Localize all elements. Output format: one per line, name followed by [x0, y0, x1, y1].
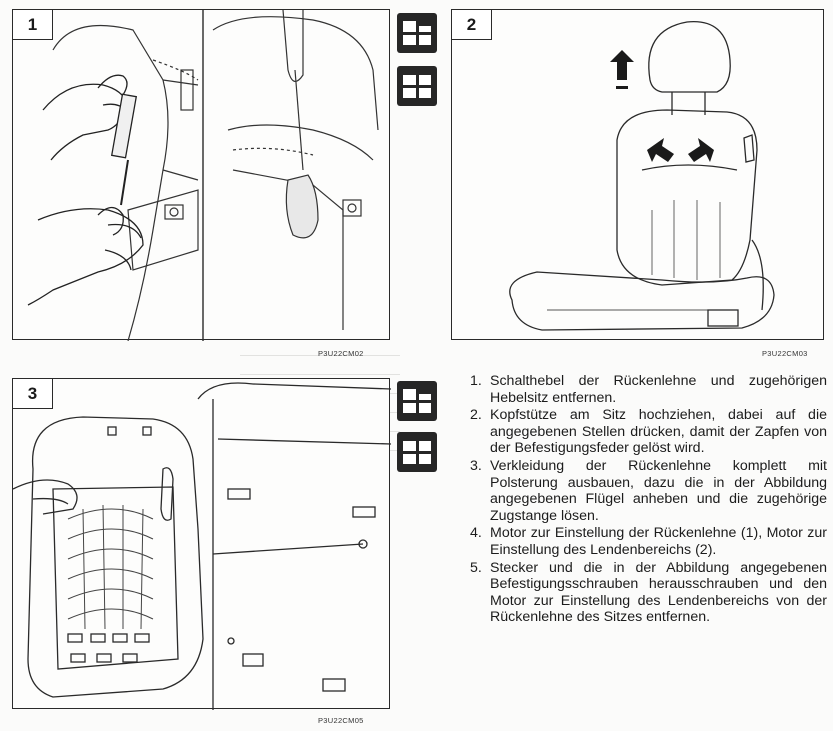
disassembly-icon — [397, 13, 437, 53]
instruction-number: 2. — [470, 407, 482, 424]
figure-3-illustration — [13, 382, 391, 710]
figure-2-number: 2 — [452, 10, 492, 40]
instruction-text: Schalthebel der Rückenlehne und zugehöri… — [490, 373, 827, 406]
instruction-text: Kopfstütze am Sitz hochziehen, dabei auf… — [490, 407, 827, 457]
instruction-item: 3. Verkleidung der Rückenlehne komplett … — [462, 458, 827, 524]
instruction-text: Motor zur Einstellung der Rückenlehne (1… — [490, 525, 827, 558]
instruction-item: 5. Stecker und die in der Abbildung ange… — [462, 560, 827, 626]
figure-3-code: P3U22CM05 — [318, 716, 364, 725]
assembly-icon — [397, 432, 437, 472]
figure-2-illustration — [509, 21, 775, 331]
instruction-list: 1. Schalthebel der Rückenlehne und zugeh… — [462, 373, 827, 627]
figure-3: 3 — [12, 378, 391, 710]
instruction-number: 3. — [470, 457, 482, 474]
assembly-icon — [397, 66, 437, 106]
instruction-number: 1. — [470, 373, 482, 389]
disassembly-icon — [397, 381, 437, 421]
instruction-number: 4. — [470, 525, 482, 542]
figure-1-number: 1 — [13, 10, 53, 40]
figure-1: 1 — [12, 9, 390, 341]
figure-1-illustration — [27, 10, 379, 341]
instruction-text: Stecker und die in der Abbildung angegeb… — [490, 559, 827, 626]
instruction-text: Verkleidung der Rückenlehne komplett mit… — [490, 457, 827, 524]
instruction-number: 5. — [470, 559, 482, 576]
instruction-item: 4. Motor zur Einstellung der Rückenlehne… — [462, 525, 827, 558]
figure-2-code: P3U22CM03 — [762, 349, 808, 358]
instruction-item: 2. Kopfstütze am Sitz hochziehen, dabei … — [462, 407, 827, 457]
figure-3-number: 3 — [13, 379, 53, 409]
figure-1-code: P3U22CM02 — [318, 349, 364, 358]
instruction-item: 1. Schalthebel der Rückenlehne und zugeh… — [462, 373, 827, 406]
figure-2: 2 — [451, 9, 824, 340]
